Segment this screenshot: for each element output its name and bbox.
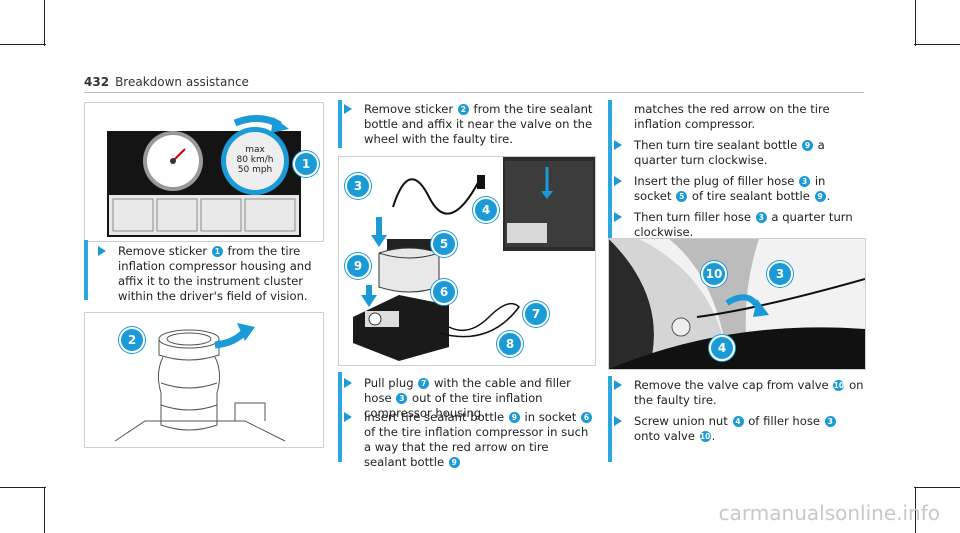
crop-mark [0, 44, 46, 45]
ref-number: 2 [457, 104, 469, 115]
page-number: 432 [84, 75, 110, 89]
callout-10: 10 [701, 261, 727, 287]
crop-mark [914, 44, 960, 45]
callout-5: 5 [431, 231, 457, 257]
step-remove-sticker-2: Remove sticker 2 from the tire sealant b… [344, 102, 594, 147]
ref-number: 3 [396, 393, 408, 404]
ref-number: 9 [508, 412, 520, 423]
step-arrow-icon [344, 104, 352, 114]
watermark: carmanualsonline.info [718, 501, 940, 525]
ref-number: 5 [676, 191, 688, 202]
callout-4: 4 [473, 197, 499, 223]
ref-number: 10 [699, 431, 711, 442]
ref-number: 3 [824, 416, 836, 427]
step-arrow-icon [344, 378, 352, 388]
callout-1: 1 [293, 151, 319, 177]
crop-mark [914, 487, 960, 488]
compressor-illustration [107, 115, 301, 237]
ref-number: 6 [580, 412, 592, 423]
step-bar [338, 100, 342, 148]
step-arrow-icon [344, 412, 352, 422]
step-remove-sticker-1: Remove sticker 1 from the tire inflation… [98, 244, 318, 304]
step-screw-union-nut: Screw union nut 4 of filler hose 3 onto … [614, 414, 864, 444]
step-insert-bottle: Insert tire sealant bottle 9 in socket 6… [344, 410, 594, 470]
callout-3: 3 [345, 173, 371, 199]
step-remove-valve-cap: Remove the valve cap from valve 10 on th… [614, 378, 864, 408]
ref-number: 1 [211, 246, 223, 257]
callout-8: 8 [497, 331, 523, 357]
section-title: Breakdown assistance [115, 75, 249, 89]
step-bar [338, 412, 342, 462]
callout-7: 7 [523, 301, 549, 327]
ref-number: 3 [755, 212, 767, 223]
gauge-max: max [245, 145, 265, 155]
step-bar [608, 100, 612, 318]
wheel-illustration [609, 239, 865, 369]
step-turn-bottle: Then turn tire sealant bottle 9 a quarte… [614, 138, 864, 168]
step-pull-plug: Pull plug 7 with the cable and filler ho… [344, 376, 594, 421]
callout-3: 3 [767, 261, 793, 287]
ref-number: 9 [448, 457, 460, 468]
crop-mark [915, 487, 916, 533]
step-arrow-icon [614, 176, 622, 186]
gauge-label: max 80 km/h 50 mph [231, 145, 279, 175]
crop-mark [0, 487, 46, 488]
step-bar [338, 372, 342, 412]
step-continuation: matches the red arrow on the tire inflat… [634, 102, 830, 131]
ref-number: 10 [833, 380, 845, 391]
bottle-illustration [114, 323, 286, 442]
callout-2: 2 [119, 327, 145, 353]
figure-kit-assembly: 3 4 5 9 6 7 8 [338, 156, 596, 366]
step-bar [84, 240, 88, 300]
callout-4: 4 [709, 335, 735, 361]
callout-9: 9 [345, 253, 371, 279]
step-arrow-icon [614, 212, 622, 222]
figure-wheel-valve: 10 3 4 [608, 238, 866, 370]
crop-mark [44, 0, 45, 46]
kit-illustration [353, 157, 595, 361]
step-arrow-icon [614, 140, 622, 150]
ref-number: 9 [801, 140, 813, 151]
step-turn-hose: Then turn filler hose 3 a quarter turn c… [614, 210, 864, 240]
step-arrow-icon [614, 380, 622, 390]
figure-sealant-bottle: 2 [84, 312, 324, 448]
crop-mark [915, 0, 916, 46]
step-arrow-icon [98, 246, 106, 256]
page-header: 432 Breakdown assistance [84, 75, 249, 89]
ref-number: 4 [732, 416, 744, 427]
callout-6: 6 [431, 279, 457, 305]
gauge-kmh: 80 km/h [236, 155, 274, 165]
step-bar [608, 376, 612, 462]
step-arrow-icon [614, 416, 622, 426]
ref-number: 3 [799, 176, 811, 187]
ref-number: 7 [418, 378, 430, 389]
crop-mark [44, 487, 45, 533]
figure-compressor-sticker: max 80 km/h 50 mph 1 [84, 102, 324, 242]
header-divider [84, 92, 864, 93]
step-insert-plug: Insert the plug of filler hose 3 in sock… [614, 174, 864, 204]
ref-number: 9 [814, 191, 826, 202]
gauge-mph: 50 mph [237, 165, 273, 175]
